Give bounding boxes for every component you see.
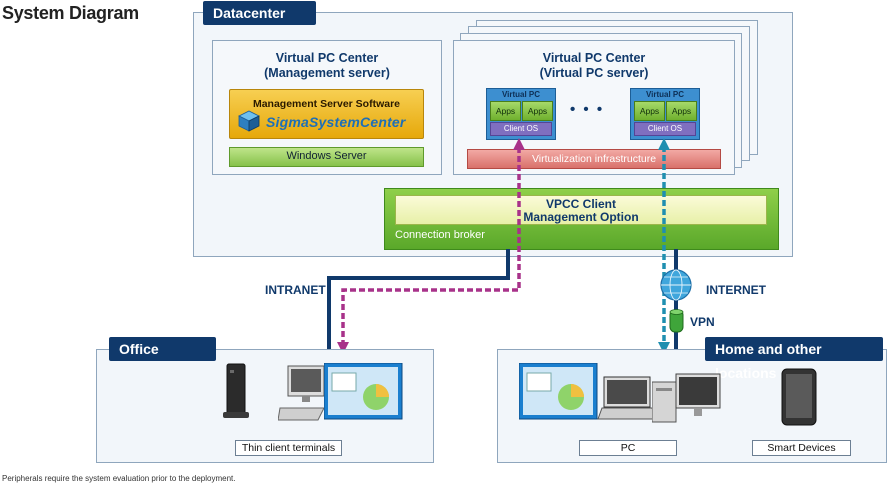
thin-client-tower-icon — [223, 363, 249, 418]
client-os-box: Client OS — [490, 122, 552, 136]
ellipsis: • • • — [570, 101, 605, 118]
cube-icon — [238, 110, 260, 132]
connection-broker-box: VPCC Client Management Option Connection… — [384, 188, 779, 250]
intranet-arrow-down — [337, 342, 349, 354]
intranet-link-line — [327, 249, 510, 350]
vpcc-option-line-1: VPCC Client — [545, 197, 616, 211]
windows-server-label: Windows Server — [286, 150, 367, 162]
sigmasystemcenter-logo: SigmaSystemCenter — [266, 114, 406, 130]
desktop-screen-icon — [324, 363, 403, 420]
laptop-icon — [597, 376, 656, 420]
pc-screen-icon — [519, 363, 598, 420]
vpn-tube-icon — [669, 309, 684, 333]
client-os-box: Client OS — [634, 122, 696, 136]
apps-box: Apps — [490, 101, 521, 121]
office-tag: Office — [109, 337, 216, 361]
vpcc-option-line-2: Management Option — [523, 210, 639, 224]
desktop-pc-icon — [652, 373, 721, 423]
smart-devices-caption: Smart Devices — [752, 440, 851, 456]
globe-icon — [660, 269, 692, 301]
footnote: Peripherals require the system evaluatio… — [2, 474, 236, 483]
thin-client-caption: Thin client terminals — [235, 440, 342, 456]
virtual-pc-2: Virtual PC Apps Apps Client OS — [630, 88, 700, 140]
mgmt-heading-1: Virtual PC Center — [275, 51, 379, 65]
connection-broker-label: Connection broker — [395, 229, 485, 241]
vpcc-option-box: VPCC Client Management Option — [395, 195, 767, 225]
internet-arrow-down — [658, 342, 670, 354]
intranet-dashed-path — [341, 147, 521, 345]
vpc-heading-2: (Virtual PC server) — [539, 66, 649, 80]
page-title: System Diagram — [2, 3, 139, 23]
virtualization-infrastructure-box: Virtualization infrastructure — [467, 149, 721, 169]
vpn-label: VPN — [690, 315, 715, 329]
intranet-arrow-up — [513, 138, 525, 150]
mgmt-heading-2: (Management server) — [264, 66, 390, 80]
thin-client-monitor-icon — [278, 365, 325, 421]
datacenter-tag: Datacenter — [203, 1, 316, 25]
virtual-pc-label: Virtual PC — [501, 90, 541, 99]
virtualization-infrastructure-label: Virtualization infrastructure — [531, 153, 657, 165]
windows-server-box: Windows Server — [229, 147, 424, 167]
apps-box: Apps — [666, 101, 697, 121]
apps-box: Apps — [634, 101, 665, 121]
management-software-label: Management Server Software — [252, 98, 401, 110]
virtual-pc-1: Virtual PC Apps Apps Client OS — [486, 88, 556, 140]
smartphone-icon — [781, 368, 817, 426]
intranet-label: INTRANET — [265, 283, 326, 297]
pc-caption: PC — [579, 440, 677, 456]
internet-arrow-up — [658, 138, 670, 150]
virtual-pc-label: Virtual PC — [645, 90, 685, 99]
vpc-heading-1: Virtual PC Center — [542, 51, 646, 65]
management-software-box: Management Server Software SigmaSystemCe… — [229, 89, 424, 139]
apps-box: Apps — [522, 101, 553, 121]
internet-label: INTERNET — [706, 283, 766, 297]
home-tag: Home and other locations — [705, 337, 883, 381]
